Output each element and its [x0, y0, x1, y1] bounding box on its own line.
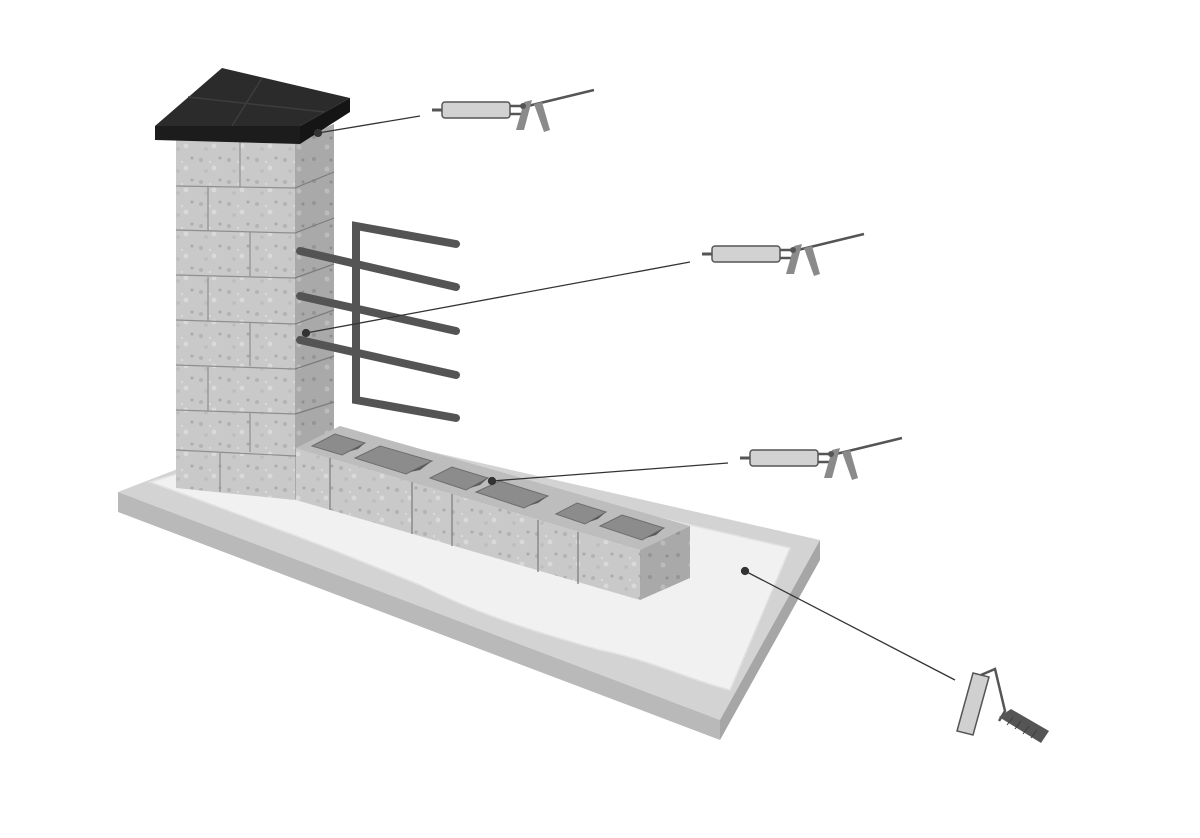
paint-roller-icon	[956, 667, 1049, 743]
caulking-gun-icon	[432, 88, 595, 132]
leader-pillar	[305, 261, 691, 334]
pillar-brick-joints	[175, 140, 296, 492]
caulking-gun-icon	[740, 436, 903, 480]
leader-cap	[317, 115, 421, 134]
hollow-block-wall	[296, 426, 690, 600]
leader-lines	[301, 115, 956, 681]
leader-slab	[744, 570, 956, 681]
rebar-frame	[296, 221, 460, 422]
pillar-cap	[155, 68, 350, 144]
caulking-gun-icon	[702, 232, 865, 276]
pillar	[155, 68, 350, 500]
leader-wall	[491, 462, 729, 482]
